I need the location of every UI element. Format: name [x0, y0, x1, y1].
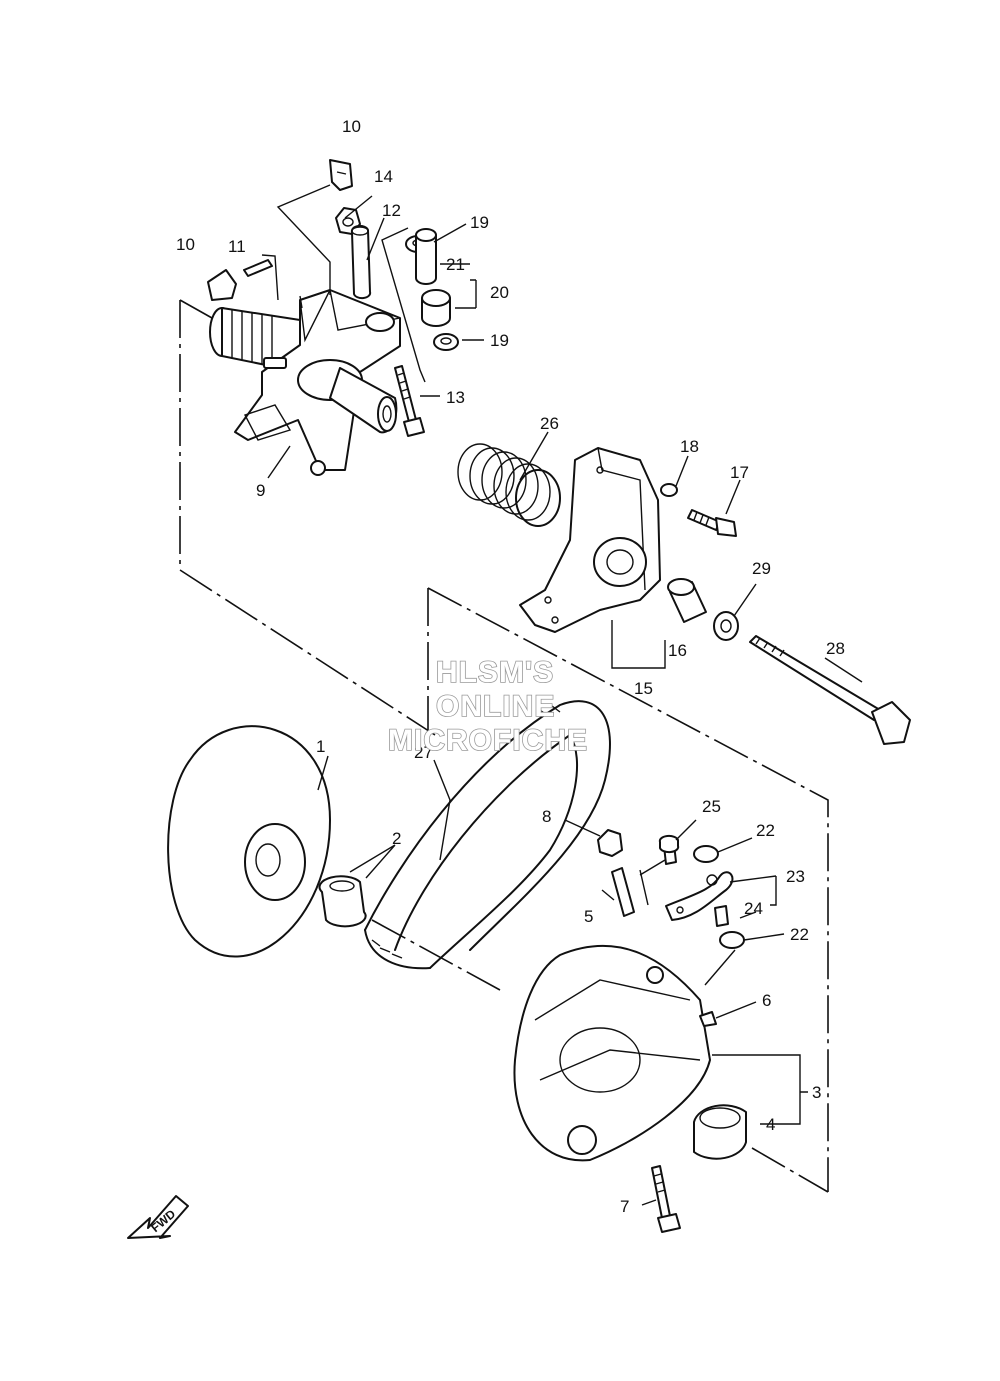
- callout-4: 4: [766, 1115, 775, 1134]
- arm-23: [665, 871, 734, 921]
- callout-11: 11: [228, 237, 246, 256]
- lead-lines-upper: [276, 184, 331, 309]
- callout-7: 7: [620, 1197, 629, 1216]
- pin-12: [350, 224, 426, 383]
- callout-20: 20: [490, 283, 509, 302]
- watermark-line-2: ONLINE: [436, 690, 555, 723]
- callout-29: 29: [752, 559, 771, 578]
- callout-numbers: 10 14 12 19 10 11 21 20 19 13 26 18 17 9…: [176, 117, 845, 1216]
- callout-28: 28: [826, 639, 845, 658]
- lead-lines-lower: [639, 859, 736, 986]
- roller-20: [421, 289, 451, 327]
- washer-22-upper: [693, 845, 719, 863]
- callout-19-lower: 19: [490, 331, 509, 350]
- bolt-13: [394, 365, 425, 437]
- callout-5: 5: [584, 907, 593, 926]
- movable-sheave-1: [167, 725, 331, 958]
- bolt-25: [658, 834, 680, 865]
- collar-2: [318, 875, 367, 928]
- bushing-21: [415, 228, 437, 285]
- callout-1: 1: [316, 737, 325, 756]
- callout-9: 9: [256, 481, 265, 500]
- callout-leaders: [267, 195, 863, 1206]
- pin-11: [243, 254, 279, 301]
- callout-21: 21: [446, 255, 465, 274]
- drive-belt-27: [364, 700, 611, 970]
- watermark: HLSM'S ONLINE MICROFICHE: [387, 655, 588, 758]
- bushing-16: [667, 578, 707, 623]
- fixed-sheave-shaft: [209, 289, 401, 476]
- callout-23: 23: [786, 867, 805, 886]
- bolt-28: [749, 635, 911, 745]
- callout-15: 15: [634, 679, 653, 698]
- callout-13: 13: [446, 388, 465, 407]
- callout-18: 18: [680, 437, 699, 456]
- callout-10-upper: 10: [342, 117, 361, 136]
- callout-17: 17: [730, 463, 749, 482]
- cover-15: [519, 447, 666, 669]
- callout-22-upper: 22: [756, 821, 775, 840]
- callout-25: 25: [702, 797, 721, 816]
- callout-2: 2: [392, 829, 401, 848]
- callout-26: 26: [540, 414, 559, 433]
- pin-24: [714, 905, 729, 927]
- fwd-arrow-icon: FWD: [127, 1195, 189, 1239]
- washer-19-lower: [433, 333, 459, 351]
- clutch-housing-3: [513, 944, 711, 1162]
- bolt-17: [687, 509, 737, 537]
- watermark-line-3: MICROFICHE: [388, 724, 588, 757]
- callout-6: 6: [762, 991, 771, 1010]
- spring-26: [457, 443, 561, 527]
- bushing-4: [693, 1104, 747, 1160]
- callout-8: 8: [542, 807, 551, 826]
- callout-27: 27: [414, 743, 433, 762]
- callout-3: 3: [812, 1083, 821, 1102]
- callout-10-lower: 10: [176, 235, 195, 254]
- callout-22-lower: 22: [790, 925, 809, 944]
- slider-shoe-lower: [207, 269, 237, 301]
- washer-22-lower: [719, 931, 745, 949]
- pin-5: [611, 867, 635, 917]
- callout-12: 12: [382, 201, 401, 220]
- callout-19-upper: 19: [470, 213, 489, 232]
- bolt-7: [651, 1165, 681, 1233]
- nut-8: [597, 829, 623, 857]
- slider-shoe-upper: [329, 159, 353, 191]
- watermark-line-1: HLSM'S: [436, 656, 554, 689]
- callout-16: 16: [668, 641, 687, 660]
- set-screw-6: [699, 1011, 717, 1027]
- washer-18: [660, 483, 678, 497]
- callout-14: 14: [374, 167, 393, 186]
- callout-24: 24: [744, 899, 763, 918]
- washer-29: [713, 611, 739, 641]
